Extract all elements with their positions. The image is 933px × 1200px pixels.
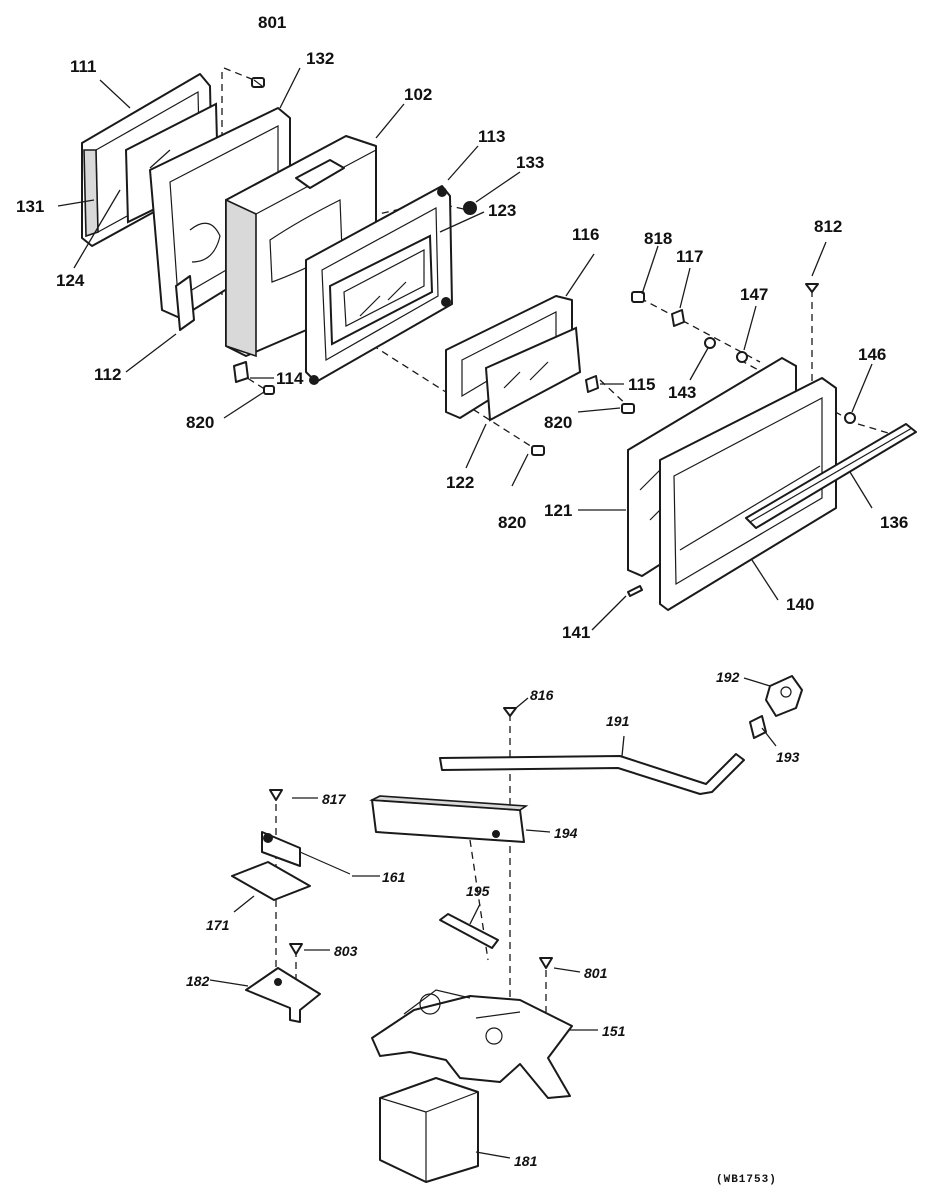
label-181: 181 [514, 1153, 538, 1169]
label-161: 161 [382, 869, 406, 885]
label-820-a: 820 [186, 413, 214, 432]
label-141: 141 [562, 623, 590, 642]
label-817: 817 [322, 791, 347, 807]
latch-assembly [209, 675, 803, 1183]
screw-816 [503, 707, 517, 717]
rod-191 [439, 753, 745, 795]
label-136: 136 [880, 513, 908, 532]
label-812: 812 [814, 217, 842, 236]
label-820-c: 820 [498, 513, 526, 532]
label-121: 121 [544, 501, 572, 520]
label-115: 115 [628, 375, 655, 394]
label-122: 122 [446, 473, 474, 492]
hinge-strip-112 [175, 275, 195, 331]
label-192: 192 [716, 669, 740, 685]
label-131: 131 [16, 197, 44, 216]
screw-820-a [263, 385, 275, 395]
leaders-door [57, 67, 873, 631]
label-117: 117 [676, 247, 703, 266]
label-171: 171 [206, 917, 230, 933]
label-140: 140 [786, 595, 814, 614]
label-112: 112 [94, 365, 121, 384]
part-labels: 801 111 132 102 113 133 123 131 124 112 … [16, 13, 908, 1186]
label-182: 182 [186, 973, 210, 989]
label-818: 818 [644, 229, 672, 248]
label-816: 816 [530, 687, 554, 703]
label-193: 193 [776, 749, 800, 765]
door-frame-140 [659, 377, 837, 611]
clip-193 [749, 715, 767, 739]
label-111: 111 [70, 57, 97, 76]
label-143: 143 [668, 383, 696, 402]
screw-812 [805, 283, 819, 293]
clip-115 [585, 375, 599, 393]
screw-801-bottom [539, 957, 553, 969]
diagram-code: (WB1753) [716, 1174, 777, 1186]
screw-818 [631, 291, 645, 303]
clip-117 [671, 309, 685, 327]
label-113: 113 [478, 127, 505, 146]
screw-820-b [621, 403, 635, 414]
inner-glass-123 [328, 234, 434, 346]
box-181 [379, 1077, 479, 1183]
screw-803 [289, 943, 303, 955]
label-124: 124 [56, 271, 85, 290]
nut-133 [463, 201, 477, 215]
handle-136 [745, 423, 917, 529]
leaders-latch [209, 677, 777, 1159]
label-123: 123 [488, 201, 516, 220]
latch-plate-151 [371, 989, 573, 1099]
screw-820-c [531, 445, 545, 456]
pin-141 [627, 585, 643, 597]
washer-143 [704, 337, 716, 349]
knob-192 [765, 675, 803, 717]
label-195: 195 [466, 883, 490, 899]
screw-817 [269, 789, 283, 801]
glass-122 [484, 326, 582, 422]
bracket-194 [369, 795, 529, 843]
door-assembly [57, 67, 917, 631]
label-133: 133 [516, 153, 544, 172]
label-102: 102 [404, 85, 432, 104]
label-132: 132 [306, 49, 334, 68]
washer-147 [736, 351, 748, 363]
label-191: 191 [606, 713, 630, 729]
nut-146 [844, 412, 856, 424]
switch-161 [261, 831, 351, 875]
label-803: 803 [334, 943, 358, 959]
clip-114 [233, 361, 249, 383]
label-116: 116 [572, 225, 599, 244]
label-147: 147 [740, 285, 768, 304]
label-801-bottom: 801 [584, 965, 608, 981]
label-801-top: 801 [258, 13, 286, 32]
bracket-182 [245, 967, 321, 1023]
label-151: 151 [602, 1023, 626, 1039]
label-194: 194 [554, 825, 578, 841]
label-146: 146 [858, 345, 886, 364]
label-820-b: 820 [544, 413, 572, 432]
plate-171 [231, 861, 311, 901]
rod-195 [439, 913, 499, 949]
label-114: 114 [276, 369, 304, 388]
screw-801-top [251, 77, 265, 88]
